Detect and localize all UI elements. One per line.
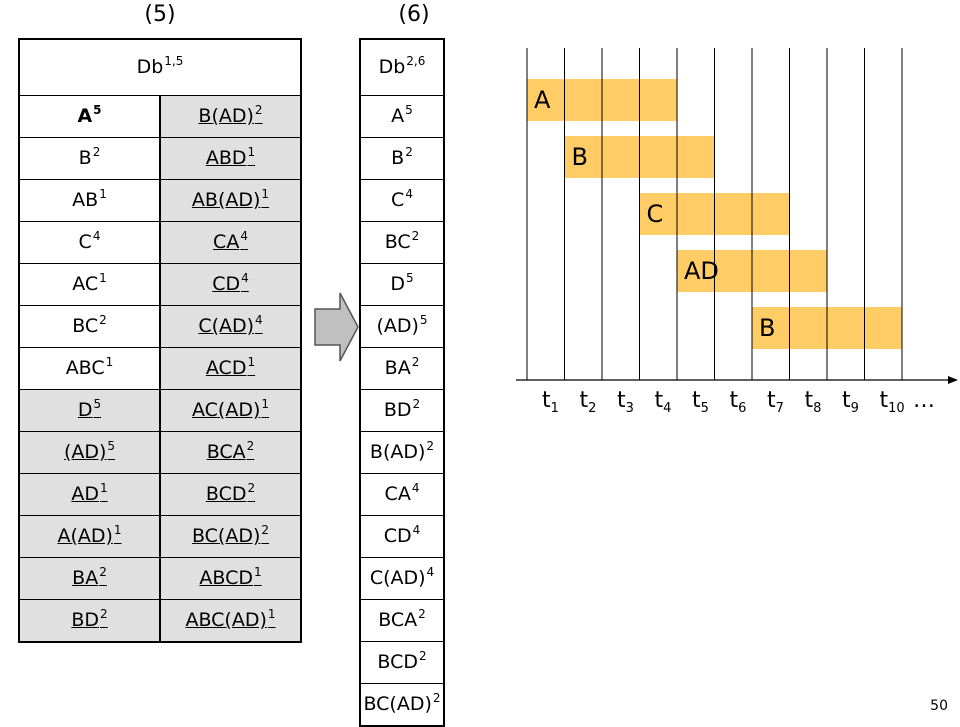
table-row: C4 — [359, 179, 445, 222]
table-row: BC2 — [359, 221, 445, 264]
sequence-cell: D5 — [359, 263, 445, 306]
axis-arrow-icon — [948, 376, 958, 384]
tick-label: t4 — [654, 388, 672, 416]
table-row: C(AD)4 — [359, 557, 445, 600]
bar-label: C — [646, 200, 664, 228]
sequence-cell: BD2 — [359, 389, 445, 432]
tick-ellipsis: … — [913, 388, 935, 413]
table-row: BCD2 — [359, 641, 445, 684]
sequence-cell: A5 — [359, 95, 445, 138]
sequence-cell: ABCD1 — [159, 557, 302, 600]
sequence-cell: A5 — [18, 95, 161, 138]
page-number: 50 — [930, 698, 948, 714]
sequence-cell: ABC(AD)1 — [159, 599, 302, 643]
sequence-cell: C4 — [359, 179, 445, 222]
tick-label: t8 — [804, 388, 822, 416]
table-row: CA4 — [359, 473, 445, 516]
table-row: D5 — [359, 263, 445, 306]
step6-label: (6) — [398, 2, 430, 27]
sequence-cell: BD2 — [18, 599, 161, 643]
sequence-cell: B2 — [359, 137, 445, 180]
sequence-cell: BA2 — [359, 347, 445, 390]
sequence-cell: CD4 — [359, 515, 445, 558]
tick-label: t3 — [617, 388, 634, 416]
sequence-cell: C(AD)4 — [159, 305, 302, 348]
sequence-cell: B(AD)2 — [159, 95, 302, 138]
right-arrow-icon — [314, 292, 359, 362]
sequence-cell: B2 — [18, 137, 161, 180]
sequence-cell: (AD)5 — [359, 305, 445, 348]
db-1-5-header: Db1,5 — [18, 38, 302, 96]
sequence-cell: AD1 — [18, 473, 161, 516]
bar-label: AD — [684, 257, 719, 285]
sequence-cell: BCD2 — [359, 641, 445, 684]
table-row: B2 — [359, 137, 445, 180]
tick-label: t9 — [842, 388, 859, 416]
table-row: CD4 — [359, 515, 445, 558]
tick-label: t6 — [729, 388, 747, 416]
table-row: (AD)5 — [359, 305, 445, 348]
sequence-cell: BCA2 — [159, 431, 302, 474]
table-row: A5 — [359, 95, 445, 138]
sequence-cell: A(AD)1 — [18, 515, 161, 558]
sequence-cell: BCD2 — [159, 473, 302, 516]
sequence-cell: B(AD)2 — [359, 431, 445, 474]
table-row: B(AD)2 — [359, 431, 445, 474]
sequence-cell: BC2 — [18, 305, 161, 348]
table-row: BD2 — [359, 389, 445, 432]
sequence-cell: CA4 — [159, 221, 302, 264]
tick-label: t2 — [579, 388, 597, 416]
sequence-cell: C4 — [18, 221, 161, 264]
db-2-6-header: Db2,6 — [359, 38, 445, 96]
sequence-cell: BA2 — [18, 557, 161, 600]
sequence-cell: AC1 — [18, 263, 161, 306]
sequence-cell: D5 — [18, 389, 161, 432]
sequence-cell: BC(AD)2 — [159, 515, 302, 558]
tick-label: t1 — [542, 388, 559, 416]
sequence-cell: AB(AD)1 — [159, 179, 302, 222]
sequence-cell: C(AD)4 — [359, 557, 445, 600]
tick-label: t10 — [879, 388, 905, 416]
tick-label: t5 — [692, 388, 709, 416]
sequence-cell: ABC1 — [18, 347, 161, 390]
table-row: BC(AD)2 — [359, 683, 445, 727]
step5-label: (5) — [144, 2, 176, 27]
sequence-cell: CA4 — [359, 473, 445, 516]
tick-label: t7 — [767, 388, 784, 416]
bar-label: A — [534, 86, 551, 114]
sequence-cell: BC(AD)2 — [359, 683, 445, 727]
bar-label: B — [759, 314, 776, 342]
sequence-cell: BC2 — [359, 221, 445, 264]
bar-label: B — [571, 143, 588, 171]
table-row: BA2 — [359, 347, 445, 390]
sequence-cell: CD4 — [159, 263, 302, 306]
